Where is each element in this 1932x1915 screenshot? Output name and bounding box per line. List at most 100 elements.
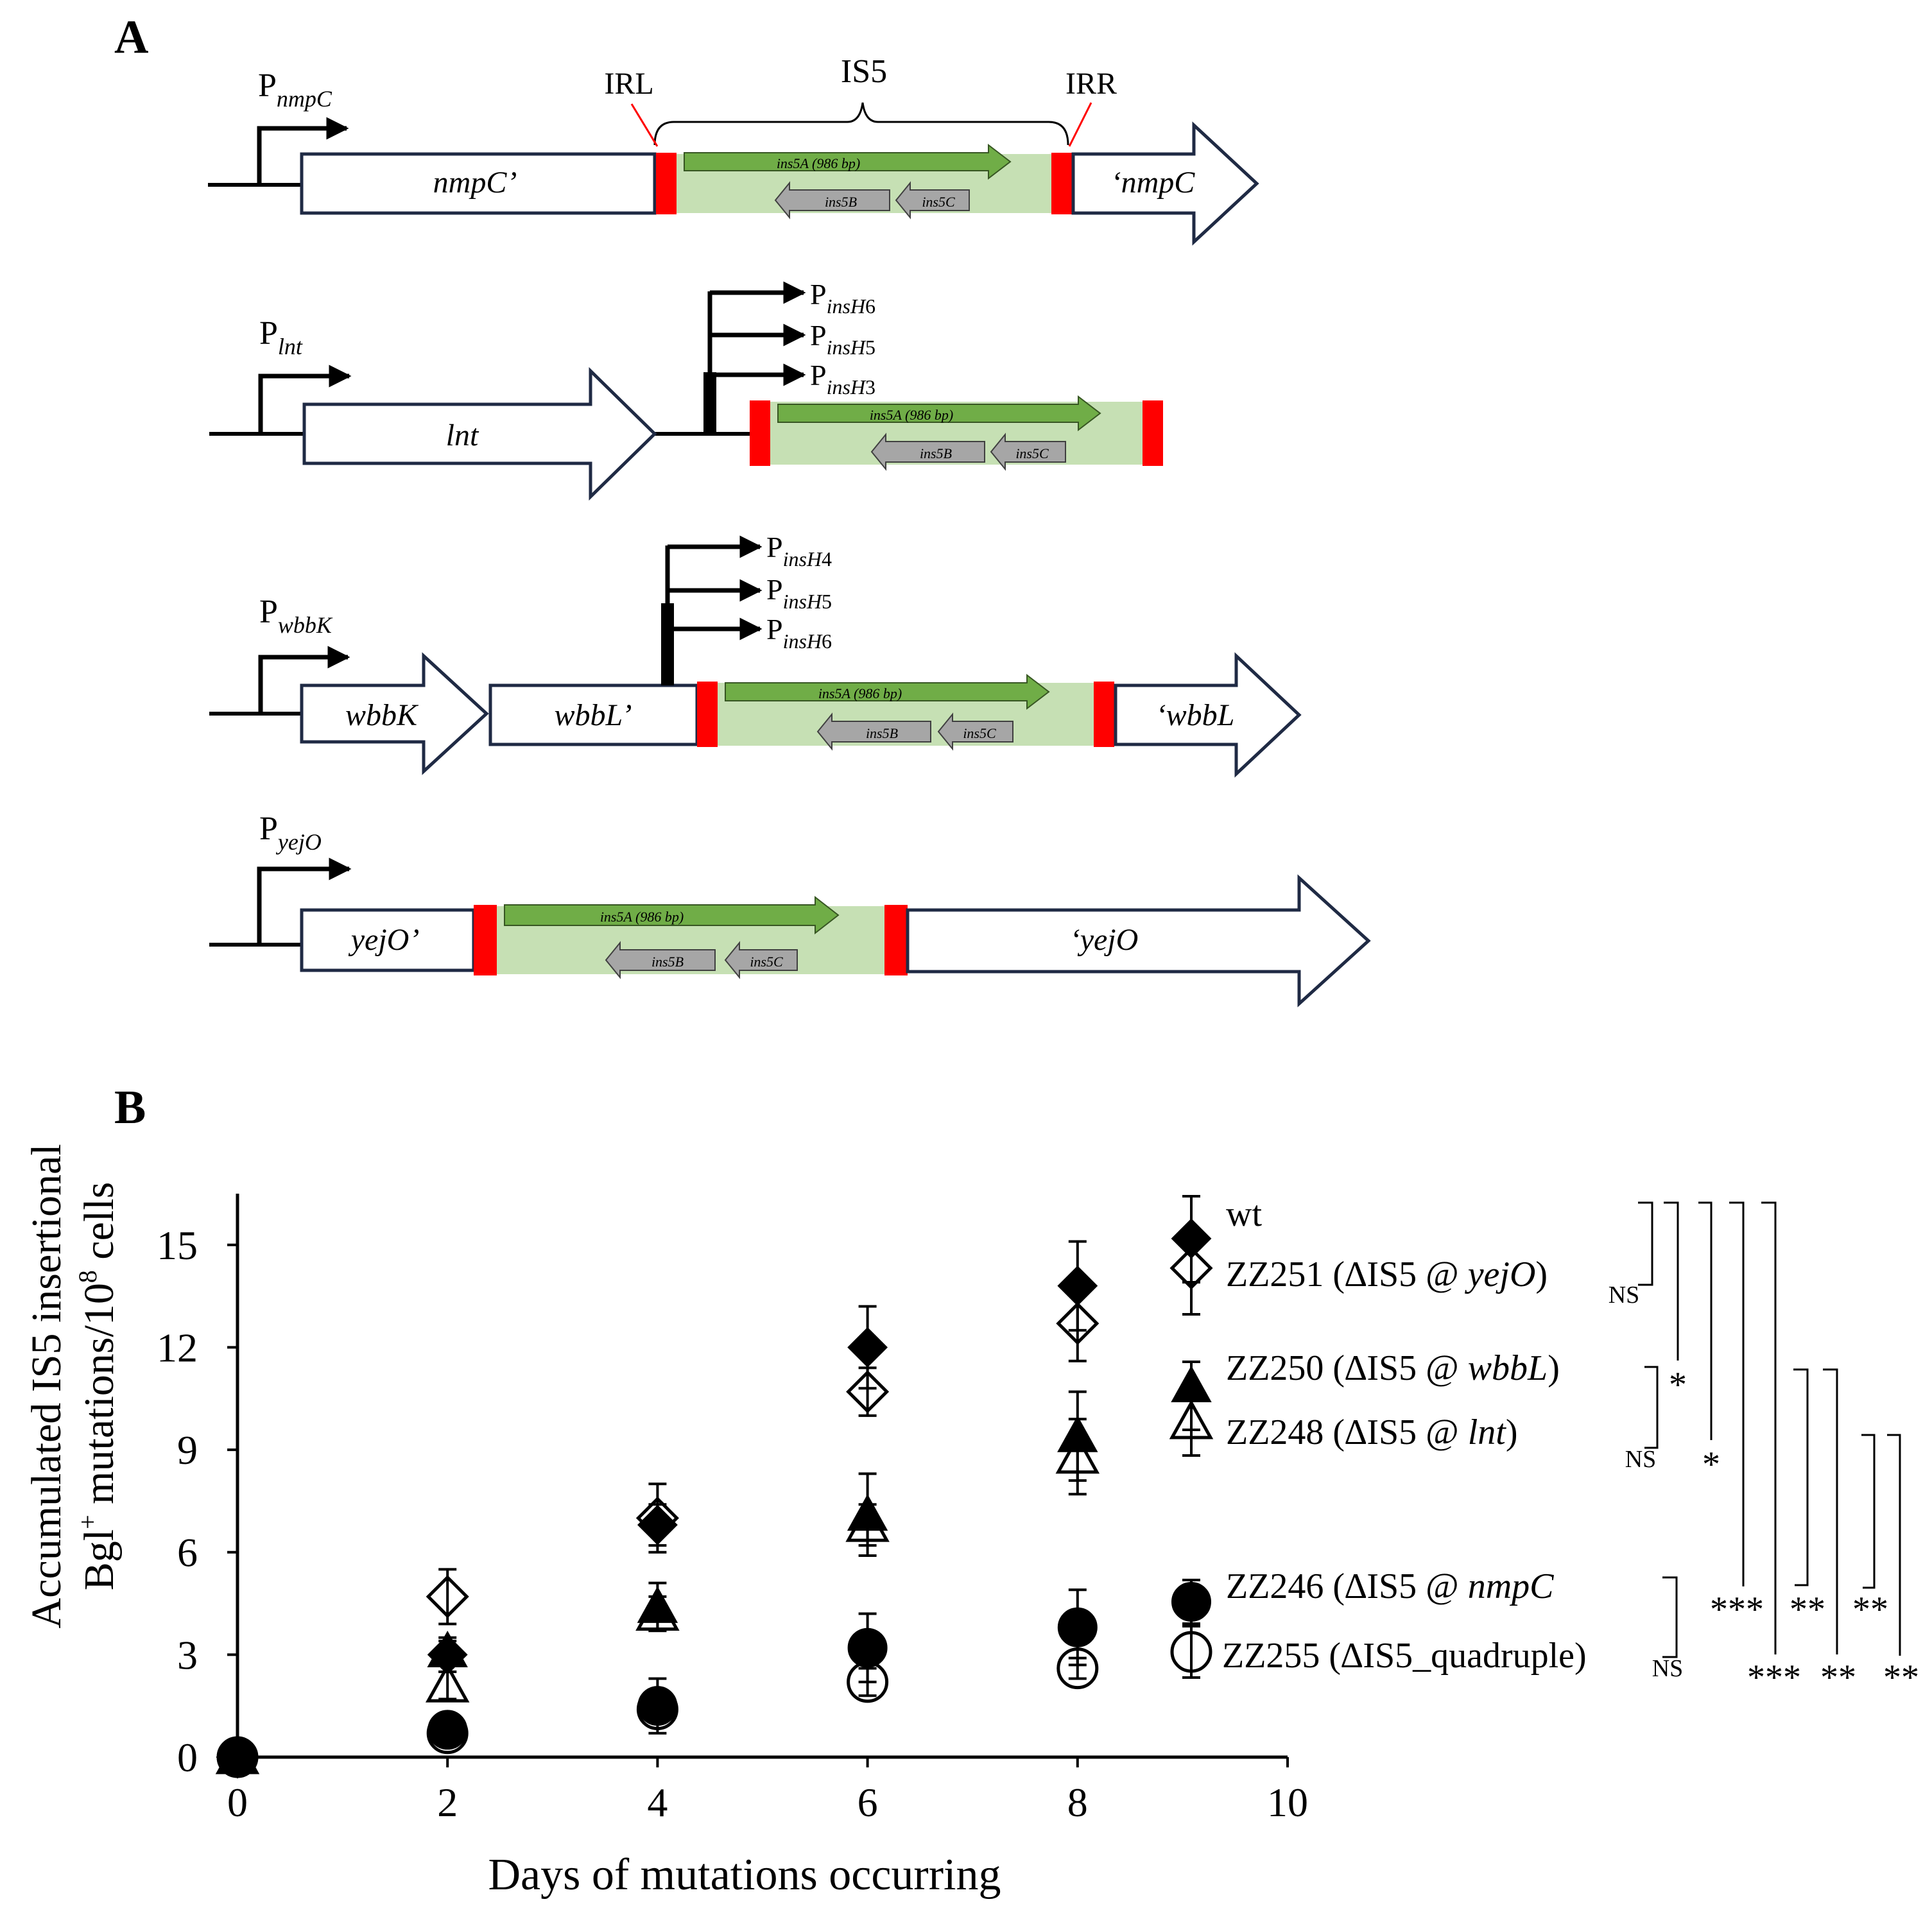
x-tick-label: 10 [1267, 1780, 1308, 1825]
data-point [845, 1502, 890, 1542]
sig-label: ** [1852, 1590, 1888, 1629]
irl-repeat [697, 682, 718, 747]
gene-yejo-right [906, 874, 1371, 1008]
data-point [847, 1661, 889, 1703]
y-tick-label: 9 [177, 1427, 198, 1473]
ins5c-label: ins5C [963, 725, 996, 741]
ins5c-label: ins5C [1015, 445, 1049, 461]
legend-marker [1171, 1582, 1211, 1622]
panel-a-label: A [114, 11, 148, 64]
sig-label: NS [1625, 1446, 1657, 1473]
sig-label: *** [1747, 1658, 1801, 1697]
ins5c-arrow [990, 433, 1066, 471]
gene-nmpc-right-label: ‘nmpC [1111, 166, 1196, 200]
bracket-wt-zz255 [1761, 1201, 1777, 1654]
series-1 [216, 1284, 1100, 1779]
data-point [1056, 1301, 1100, 1345]
ins5b-label: ins5B [920, 445, 952, 461]
legend-label-zz251: ZZ251 (∆IS5 @ yejO) [1226, 1255, 1548, 1294]
irl-repeat [750, 400, 770, 466]
sig-label: * [1702, 1445, 1720, 1484]
ins5a-label: ins5A (986 bp) [818, 685, 902, 701]
data-point [216, 1736, 259, 1778]
construct-wbbk: PwbbK wbbK wbbL’ PinsH4 PinsH5 PinsH6 in… [209, 531, 1302, 778]
gene-wbbk [300, 652, 489, 775]
legend-markers [1169, 1195, 1214, 1679]
bracket-wt-zz246 [1729, 1201, 1745, 1586]
ins5a-arrow [777, 395, 1101, 432]
ins5c-label: ins5C [750, 954, 783, 970]
y-tick-label: 6 [177, 1530, 198, 1576]
ins-promoter-cluster [703, 281, 806, 434]
irr-repeat [1094, 682, 1114, 747]
ins-promoter-label: PinsH6 [810, 278, 875, 318]
irr-repeat [1143, 400, 1163, 466]
ins5c-arrow [724, 941, 798, 979]
bracket-wt-zz251 [1638, 1201, 1653, 1286]
y-tick-label: 12 [157, 1325, 198, 1370]
ins5b-arrow [774, 181, 890, 219]
series-5 [216, 1647, 1099, 1778]
ins5a-label: ins5A (986 bp) [870, 407, 953, 423]
x-axis-title: Days of mutations occurring [488, 1850, 1001, 1900]
gene-wbbk-label: wbbK [345, 698, 419, 732]
gene-nmpc-left [300, 152, 657, 215]
ins-promoter-label: PinsH5 [766, 573, 832, 613]
bracket-zz248-zz246 [1861, 1434, 1876, 1589]
ins5a-label: ins5A (986 bp) [777, 155, 860, 171]
construct-nmpc: PnmpC nmpC’ ins5A (986 bp) ins5B ins5C ‘… [208, 53, 1259, 246]
irl-repeat [656, 153, 677, 214]
promoter-arrow [258, 646, 350, 714]
significance-brackets [1638, 1201, 1901, 1658]
x-tick-label: 2 [437, 1780, 458, 1825]
ins5a-arrow [684, 143, 1012, 180]
ins5a-label: ins5A (986 bp) [600, 909, 684, 925]
panel-b: B Accumulated IS5 insertional Bgl+ mutat… [23, 1081, 1919, 1900]
gene-nmpc-left-label: nmpC’ [433, 166, 517, 200]
gene-wbbl-right [1114, 652, 1302, 778]
bracket-wt-zz248 [1698, 1201, 1712, 1440]
ins5b-arrow [816, 712, 931, 751]
legend-label-wt: wt [1226, 1194, 1262, 1234]
gene-lnt-label: lnt [446, 418, 479, 452]
y-axis-title: Accumulated IS5 insertional Bgl+ mutatio… [23, 1144, 123, 1628]
ins-promoter-label: PinsH6 [766, 613, 832, 653]
irr-pointer [1068, 102, 1092, 147]
gene-wbbl-left-label: wbbL’ [555, 698, 632, 732]
x-tick-label: 6 [858, 1780, 878, 1825]
x-tick-label: 4 [647, 1780, 668, 1825]
data-point [636, 1688, 678, 1731]
data-point [846, 1370, 890, 1414]
is5-bracket [653, 102, 1069, 146]
y-tick-label: 15 [157, 1223, 198, 1268]
ins5b-label: ins5B [651, 954, 684, 970]
promoter-label: PwbbK [259, 594, 333, 638]
promoter-label: Plnt [259, 315, 303, 359]
bracket-zz248-zz255 [1887, 1434, 1901, 1656]
bracket-zz250-zz246 [1793, 1368, 1809, 1586]
legend-label-zz248: ZZ248 (∆IS5 @ lnt) [1226, 1413, 1517, 1452]
y-tick-label: 0 [177, 1735, 198, 1780]
irl-repeat [474, 905, 497, 975]
data-point [635, 1496, 679, 1540]
irl-label: IRL [604, 67, 653, 101]
data-point [635, 1591, 680, 1631]
bracket-wt-zz250 [1664, 1201, 1679, 1361]
irr-repeat [884, 905, 908, 975]
promoter-arrow [258, 365, 352, 434]
gene-yejo-right-label: ‘yejO [1070, 923, 1139, 957]
is5-label: IS5 [841, 53, 887, 90]
legend-label-zz250: ZZ250 (∆IS5 @ wbbL) [1226, 1348, 1560, 1388]
legend-marker [1170, 1631, 1212, 1673]
ins5b-label: ins5B [825, 194, 857, 210]
bracket-zz246-zz255 [1662, 1576, 1678, 1658]
gene-nmpc-right [1071, 121, 1259, 246]
bracket-zz250-zz248 [1644, 1366, 1659, 1449]
data-point [1055, 1434, 1100, 1474]
data-point [1057, 1607, 1098, 1647]
promoter-arrow [257, 857, 352, 945]
promoter-label: PnmpC [258, 67, 332, 112]
gene-wbbl-left [488, 683, 699, 746]
